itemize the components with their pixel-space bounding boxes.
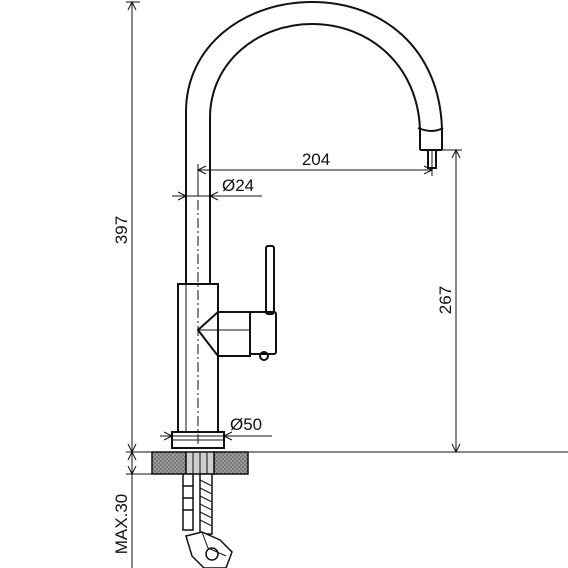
countertop-right [213,451,249,475]
hose-left [182,473,194,531]
faucet-outline [171,0,444,449]
dim-max-thickness-label: MAX.30 [112,494,131,554]
spout-outer [185,0,443,284]
countertop-left [151,451,187,475]
dim-total-height-label: 397 [112,216,131,244]
dim-spout-reach-label: 204 [302,150,330,169]
valve-fitting [185,531,233,568]
lever-pin [259,351,269,361]
lever-handle [265,245,275,315]
lever-joint [196,311,251,357]
dim-spout-diameter-label: Ø24 [222,176,254,195]
spout-tip-ring [417,127,444,132]
dimension-lines [126,0,568,568]
dim-spout-height-label: 267 [436,286,455,314]
dim-base-diameter-label: Ø50 [230,415,262,434]
countertop-section [151,451,249,475]
spout-inner [209,22,421,284]
lever-cap [249,311,277,355]
supply-hoses [182,473,233,568]
